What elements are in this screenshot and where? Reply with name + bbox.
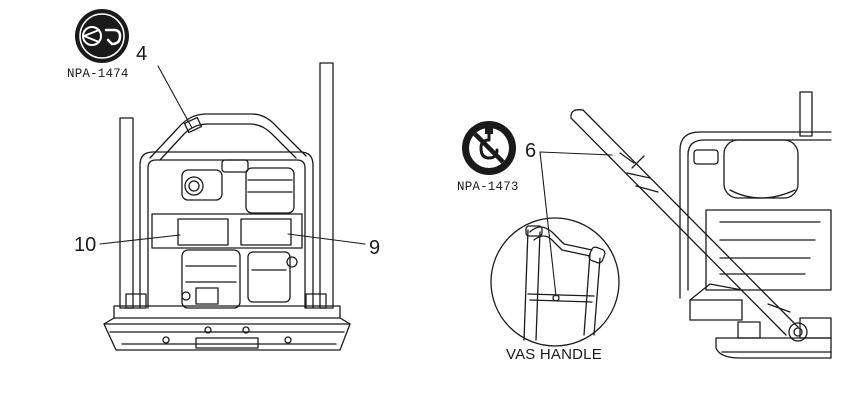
right-leader-lines [539, 151, 613, 297]
callout-9: 9 [369, 237, 381, 259]
callout-4: 4 [136, 43, 148, 65]
left-decal-code: NPA-1474 [67, 67, 129, 81]
side-view-machine [570, 91, 832, 359]
vas-handle-detail [490, 217, 620, 347]
detail-caption: VAS HANDLE [506, 346, 602, 363]
hook-lift-point-icon [75, 9, 129, 63]
left-leader-lines [99, 65, 366, 245]
front-view-machine [103, 62, 351, 351]
callout-10: 10 [74, 234, 97, 256]
right-decal-code: NPA-1473 [457, 180, 519, 194]
no-hook-lift-icon [462, 121, 516, 175]
callout-6: 6 [525, 140, 537, 162]
